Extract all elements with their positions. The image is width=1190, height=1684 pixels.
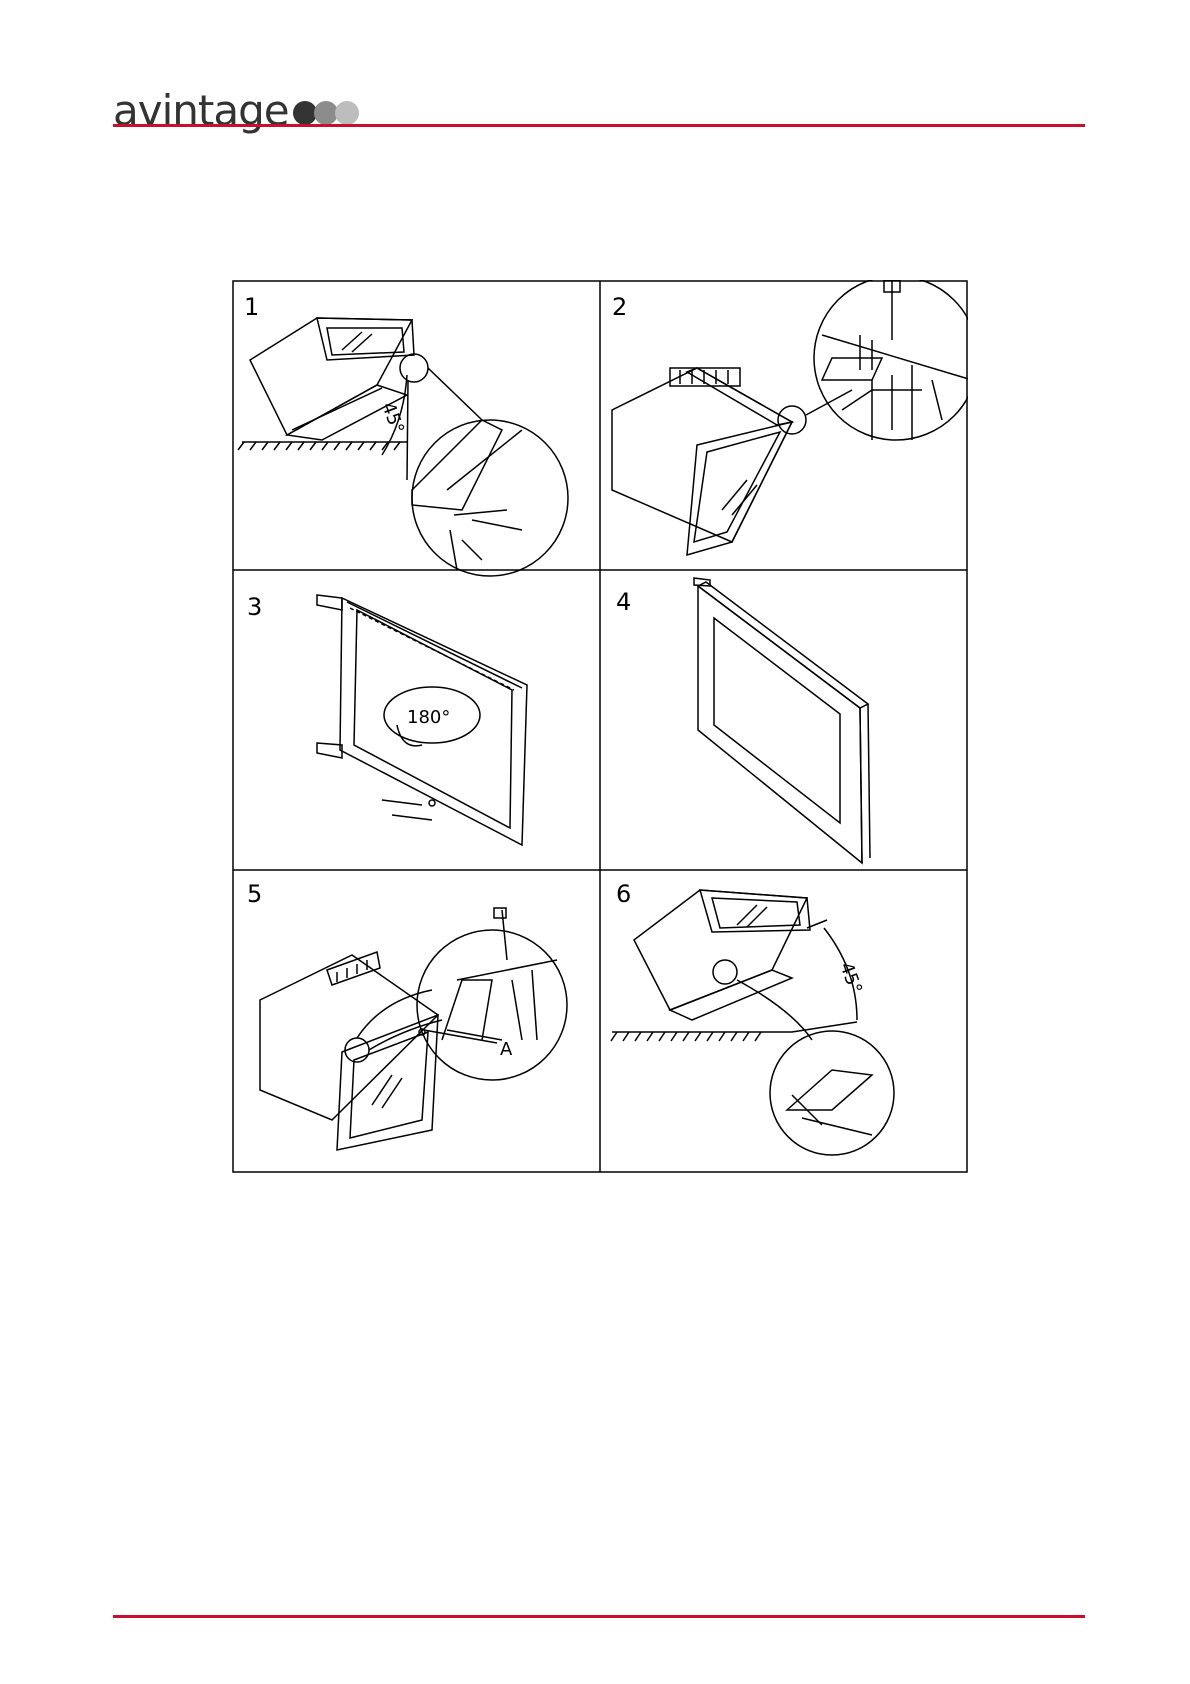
step-6-unit-drawing <box>611 890 894 1155</box>
step-1-panel: 1 45° <box>238 293 568 576</box>
step-6-number: 6 <box>616 880 631 908</box>
step-4-panel: 4 <box>616 578 870 863</box>
logo-dots-icon <box>293 101 356 125</box>
step-5-number: 5 <box>247 880 262 908</box>
header-rule <box>113 124 1085 127</box>
step-3-panel: 3 180° <box>247 593 527 845</box>
door-reversal-diagram: 1 45° 2 <box>232 280 968 1173</box>
step-6-panel: 6 45° <box>611 880 894 1155</box>
step-4-door-drawing <box>694 578 870 863</box>
footer-rule <box>113 1615 1085 1618</box>
step-2-number: 2 <box>612 293 627 321</box>
step-5-panel: 5 A <box>247 880 567 1150</box>
step-5-unit-drawing <box>260 908 567 1150</box>
step-1-unit-drawing <box>238 318 568 576</box>
logo-dot-dark <box>293 101 317 125</box>
step-4-number: 4 <box>616 588 631 616</box>
step-2-unit-drawing <box>612 280 968 555</box>
step-3-rotation-label: 180° <box>407 707 450 728</box>
step-2-panel: 2 <box>612 280 968 555</box>
step-3-number: 3 <box>247 593 262 621</box>
logo-dot-light <box>335 101 359 125</box>
step-5-part-label: A <box>500 1039 513 1060</box>
step-1-number: 1 <box>244 293 259 321</box>
logo-dot-mid <box>314 101 338 125</box>
step-6-angle-label: 45° <box>835 960 866 997</box>
